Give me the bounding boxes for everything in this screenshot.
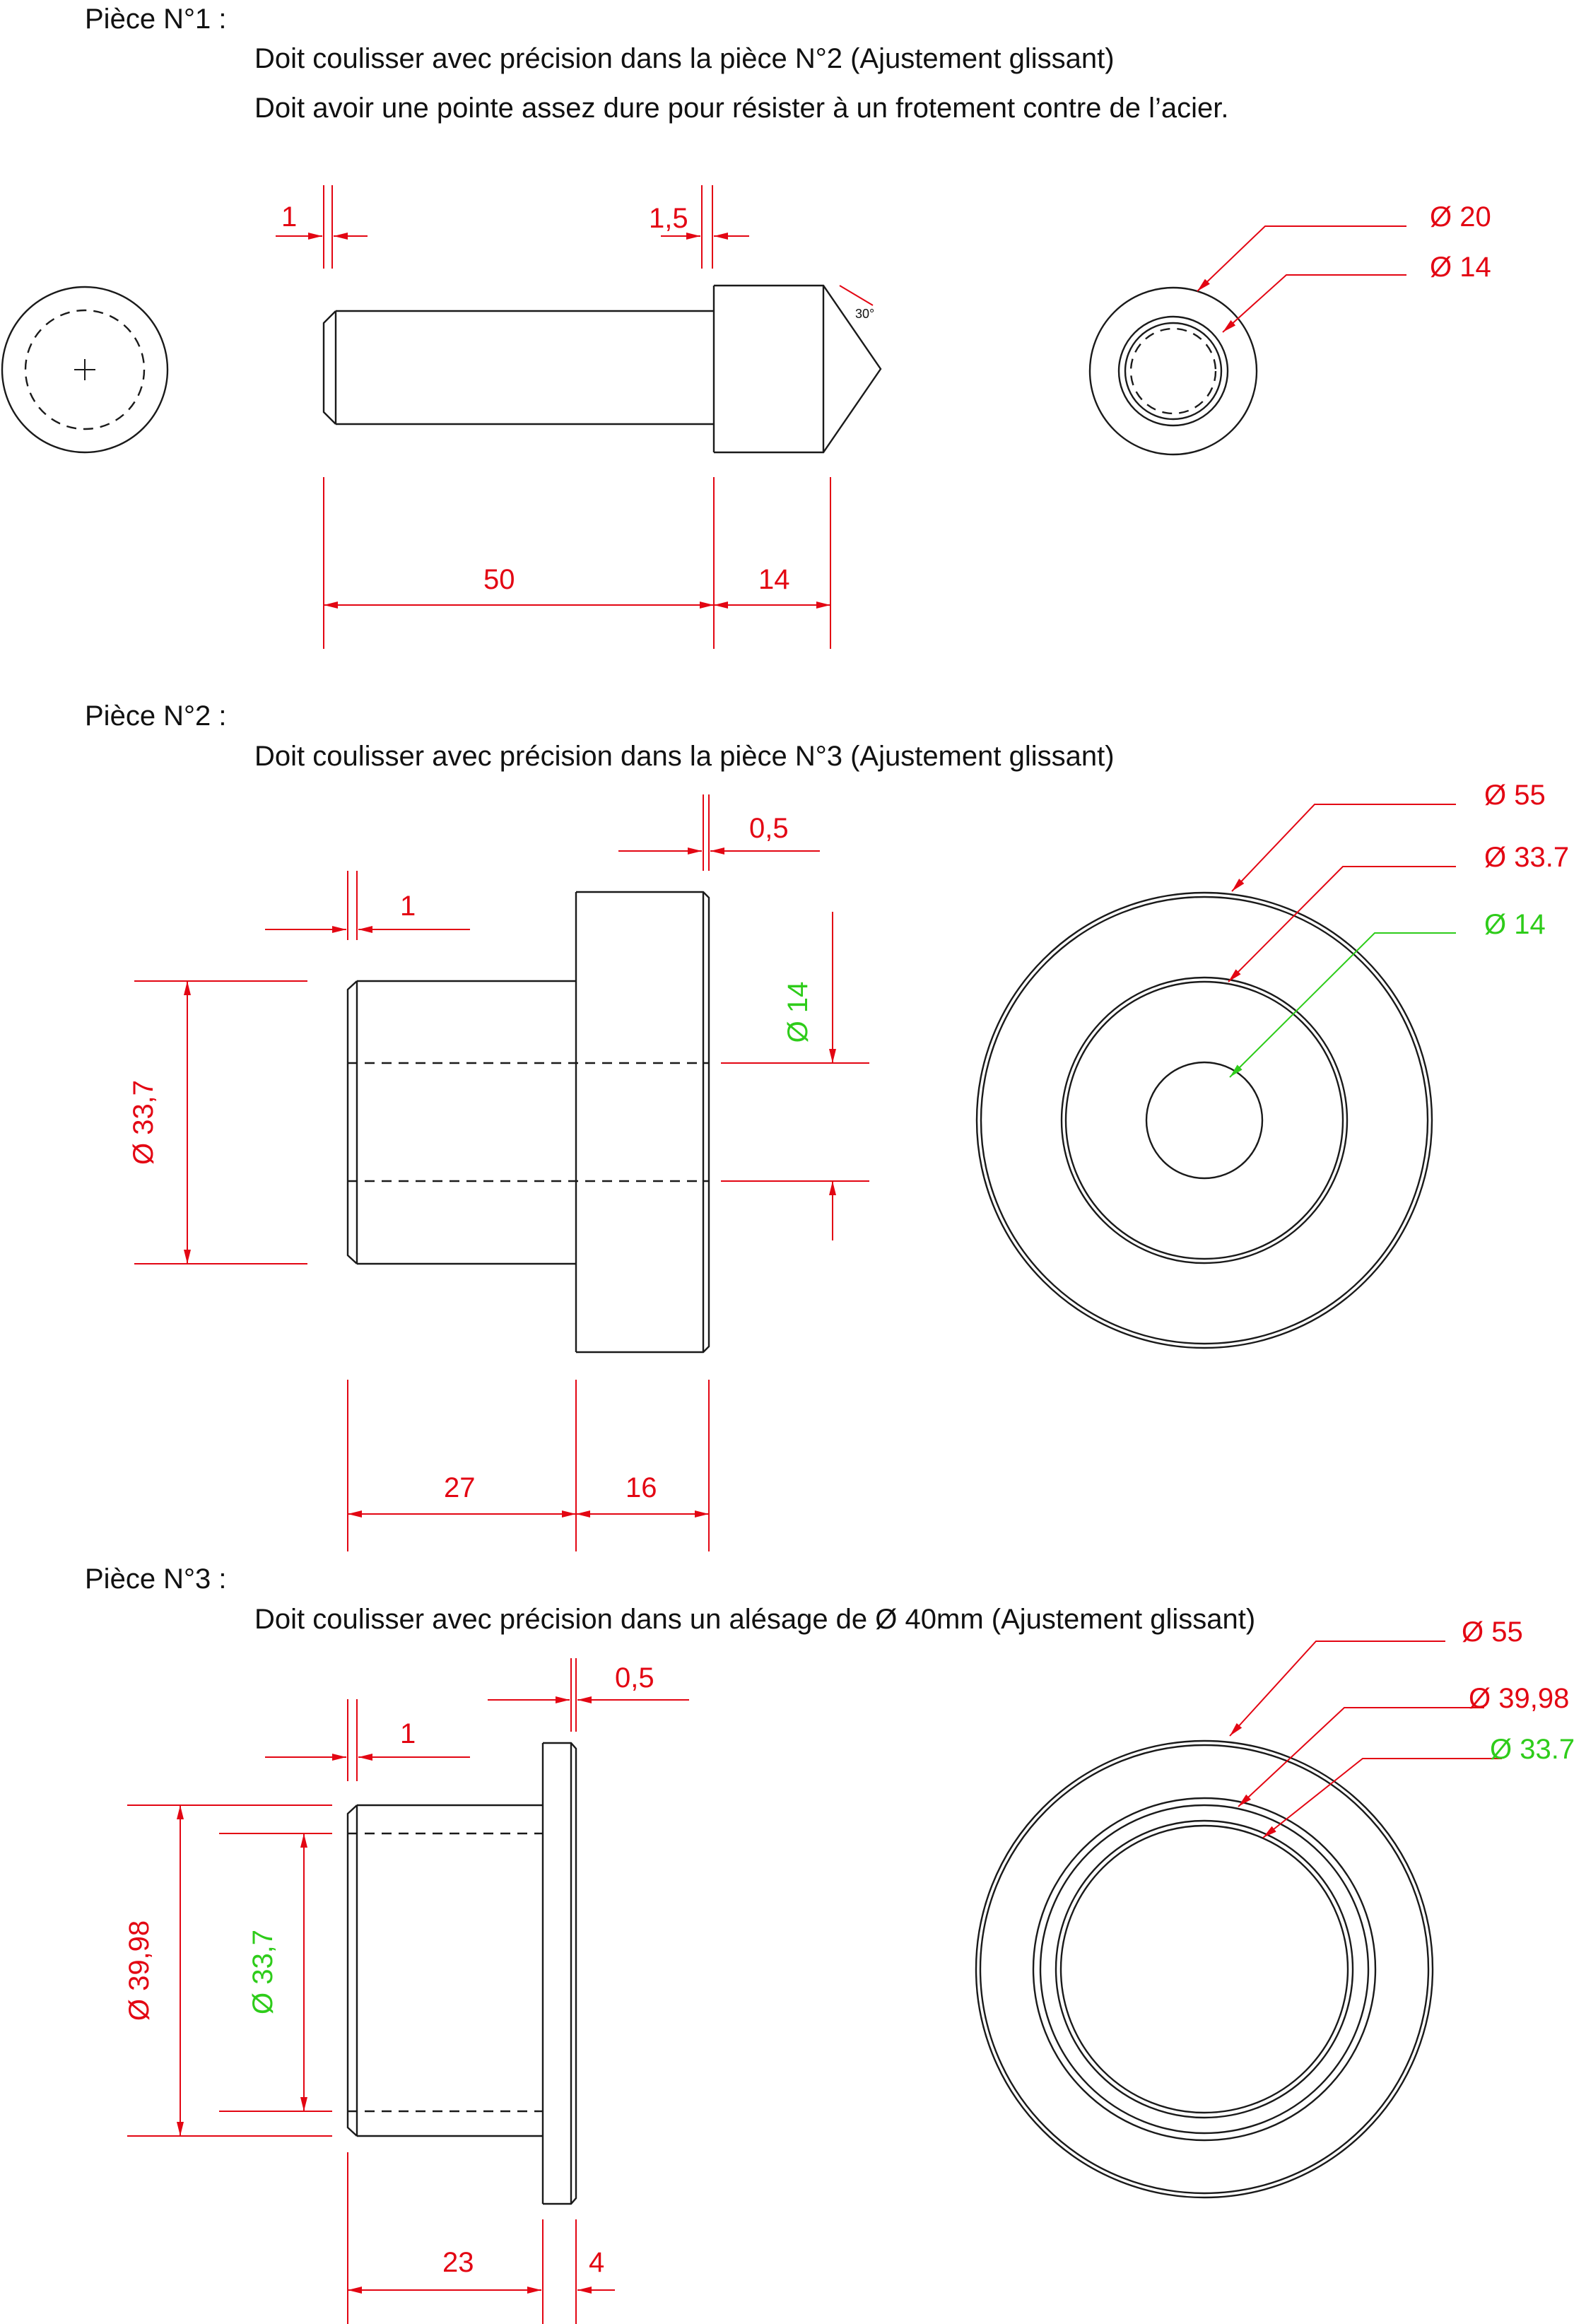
part-3-chamfer-left-label: 1 xyxy=(400,1718,416,1749)
part-2-dia-outer-label: Ø 55 xyxy=(1484,780,1546,811)
part-1-dia-outer-label: Ø 20 xyxy=(1430,201,1491,233)
part-3-chamfer-dims: 1 0,5 xyxy=(265,1658,689,1781)
part-3-length-b-label: 4 xyxy=(589,2247,604,2278)
part-2-dia-inner-label: Ø 14 xyxy=(1484,909,1546,940)
part-2-bore-dia-label: Ø 14 xyxy=(782,982,813,1043)
part-2-length-a-label: 27 xyxy=(444,1472,476,1503)
part-1-side-view: 30° xyxy=(322,284,882,454)
part-2-side-view xyxy=(346,891,710,1354)
part-3-side-view xyxy=(346,1742,577,2205)
part-2-section: Pièce N°2 : Doit coulisser avec précisio… xyxy=(85,700,1569,1551)
part-1-angle-label: 30° xyxy=(855,307,874,321)
part-3-length-a-label: 23 xyxy=(442,2247,474,2278)
part-2-front-view: Ø 55 Ø 33.7 Ø 14 xyxy=(975,780,1569,1349)
part-3-title: Pièce N°3 : xyxy=(85,1563,227,1595)
part-2-chamfer-right-label: 0,5 xyxy=(749,813,789,844)
part-2-chamfer-dims: 1 0,5 xyxy=(265,794,820,940)
part-1-chamfer-left-label: 1 xyxy=(281,201,297,233)
part-1-section: Pièce N°1 : Doit coulisser avec précisio… xyxy=(1,4,1491,649)
part-3-dia-outer-label: Ø 55 xyxy=(1462,1616,1523,1648)
part-3-dia-mid-label: Ø 39,98 xyxy=(1469,1683,1569,1714)
part-1-title: Pièce N°1 : xyxy=(85,4,227,35)
part-2-title: Pièce N°2 : xyxy=(85,700,227,732)
part-1-chamfer-dims: 1 1,5 xyxy=(276,185,749,269)
part-1-dia-inner-label: Ø 14 xyxy=(1430,252,1491,283)
part-3-length-dims: 23 4 xyxy=(347,2152,615,2324)
part-1-requirement-2: Doit avoir une pointe assez dure pour ré… xyxy=(254,93,1229,124)
part-2-length-b-label: 16 xyxy=(625,1472,657,1503)
part-3-chamfer-right-label: 0,5 xyxy=(615,1662,654,1694)
part-3-requirement-1: Doit coulisser avec précision dans un al… xyxy=(254,1604,1255,1635)
part-3-section: Pièce N°3 : Doit coulisser avec précisio… xyxy=(85,1563,1575,2324)
part-2-dia-mid-label: Ø 33.7 xyxy=(1484,842,1569,873)
part-1-length-a-label: 50 xyxy=(483,564,515,595)
part-2-shaft-dia-dim: Ø 33,7 xyxy=(128,980,307,1264)
part-1-front-view: Ø 20 Ø 14 xyxy=(1088,201,1491,456)
part-2-length-dims: 27 16 xyxy=(347,1380,710,1551)
part-3-bore-dia-label: Ø 33,7 xyxy=(247,1930,278,2014)
part-2-shaft-dia-label: Ø 33,7 xyxy=(128,1080,159,1165)
part-3-dia-inner-label: Ø 33.7 xyxy=(1490,1734,1575,1765)
part-1-length-b-label: 14 xyxy=(758,564,790,595)
part-3-shaft-dia-dim: Ø 39,98 xyxy=(124,1804,332,2137)
part-1-chamfer-right-label: 1,5 xyxy=(649,203,688,234)
part-3-bore-dia-dim: Ø 33,7 xyxy=(219,1833,332,2112)
part-1-length-dims: 50 14 xyxy=(323,477,831,649)
part-2-bore-dia-dim: Ø 14 xyxy=(721,912,869,1240)
part-1-requirement-1: Doit coulisser avec précision dans la pi… xyxy=(254,43,1115,74)
part-3-front-view: Ø 55 Ø 39,98 Ø 33.7 xyxy=(975,1616,1575,2199)
part-2-requirement-1: Doit coulisser avec précision dans la pi… xyxy=(254,741,1115,772)
part-1-end-view xyxy=(1,286,169,454)
part-2-chamfer-left-label: 1 xyxy=(400,891,416,922)
part-3-shaft-dia-label: Ø 39,98 xyxy=(124,1920,155,2021)
